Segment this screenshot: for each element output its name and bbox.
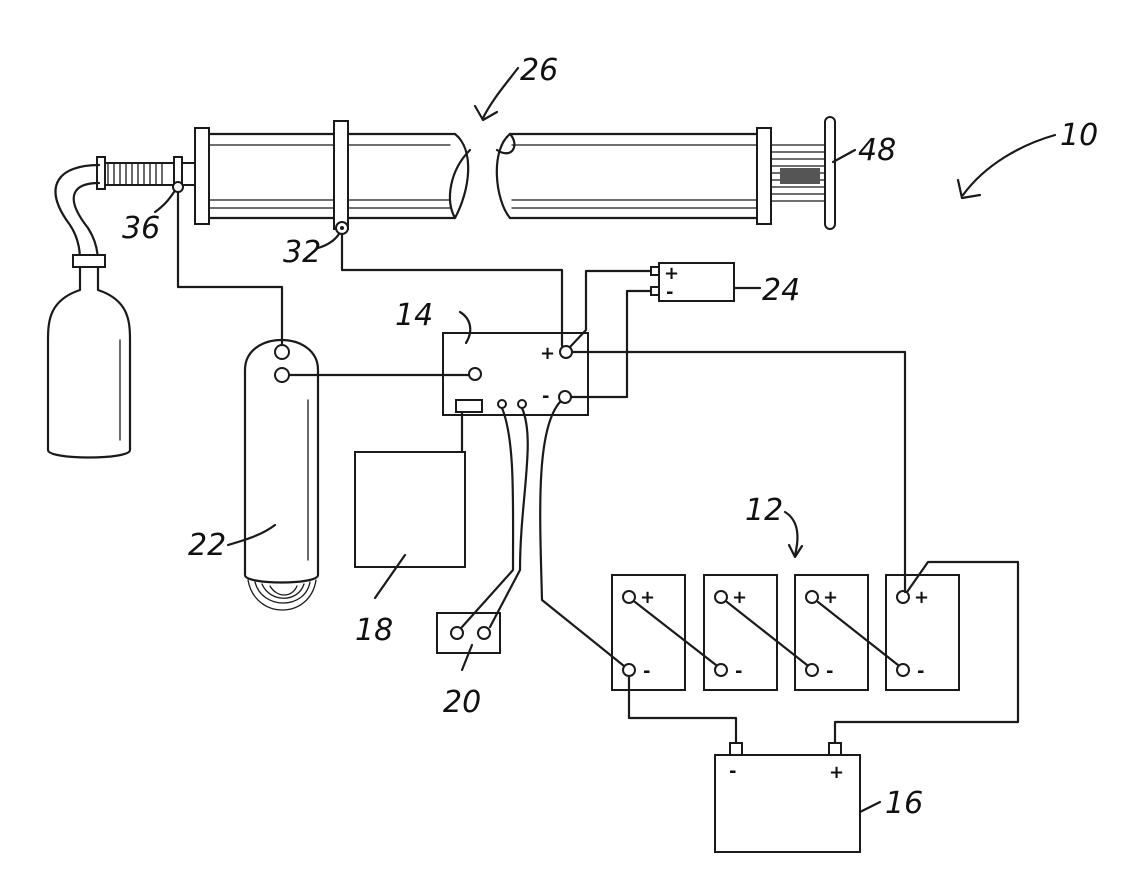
cell-4-plus-sign: + bbox=[914, 587, 929, 608]
controller-plus-sign: + bbox=[540, 343, 555, 364]
sensor-36 bbox=[173, 182, 183, 192]
wire-36-to-tank bbox=[178, 192, 282, 345]
cell-2-minus bbox=[715, 664, 727, 676]
battery-16: - + bbox=[715, 743, 860, 852]
controller-tank-terminal bbox=[469, 368, 481, 380]
tank-port-upper bbox=[275, 345, 289, 359]
reference-numerals: 26 10 48 36 32 24 14 12 22 18 20 16 bbox=[122, 53, 1098, 821]
controller-port bbox=[456, 400, 482, 412]
box-20-terminal-left bbox=[451, 627, 463, 639]
ref-16: 16 bbox=[885, 786, 923, 821]
controller-minus-terminal bbox=[559, 391, 571, 403]
battery-16-plus-sign: + bbox=[829, 762, 844, 783]
module-24-plus-pin bbox=[651, 267, 659, 275]
module-24-minus-pin bbox=[651, 287, 659, 295]
ref-26: 26 bbox=[520, 53, 558, 88]
box-18 bbox=[355, 452, 465, 567]
controller-minus-sign: - bbox=[542, 386, 549, 407]
ref-10: 10 bbox=[1060, 118, 1098, 153]
ref-14: 14 bbox=[395, 298, 433, 333]
leader-48 bbox=[833, 150, 855, 162]
cell-2-plus-sign: + bbox=[732, 587, 747, 608]
gas-bottle-assembly bbox=[48, 157, 195, 458]
leader-36 bbox=[155, 192, 174, 212]
wire-32-to-controller bbox=[342, 234, 562, 346]
ref-22: 22 bbox=[188, 528, 226, 563]
tank-22 bbox=[245, 340, 318, 610]
controller-small-terminal-1 bbox=[498, 400, 506, 408]
wire-small-1-to-20 bbox=[462, 408, 513, 627]
ref-36: 36 bbox=[122, 211, 160, 246]
gas-bottle bbox=[48, 267, 130, 458]
cell-4-minus bbox=[897, 664, 909, 676]
tube-break-right bbox=[497, 134, 515, 218]
leaders bbox=[155, 68, 1055, 812]
end-plate-48 bbox=[825, 117, 835, 229]
ref-48: 48 bbox=[858, 133, 896, 168]
cell-4-minus-sign: - bbox=[917, 661, 924, 682]
wire-plus-to-24 bbox=[570, 271, 651, 347]
tube-clamp bbox=[334, 121, 348, 229]
box-20-terminal-right bbox=[478, 627, 490, 639]
module-24-plus-sign: + bbox=[664, 263, 679, 284]
cell-1-plus bbox=[623, 591, 635, 603]
tank-base-rings bbox=[248, 580, 316, 610]
tube-right-cap bbox=[757, 128, 771, 224]
hose-clip-left bbox=[97, 157, 105, 189]
module-24: + - bbox=[651, 263, 734, 303]
wire-bundle-band bbox=[780, 168, 820, 184]
battery-16-minus-post bbox=[730, 743, 742, 755]
cell-3-minus-sign: - bbox=[826, 661, 833, 682]
tube-break-left bbox=[450, 134, 470, 218]
tube-assembly bbox=[195, 117, 835, 229]
tube-right-section bbox=[510, 134, 760, 218]
battery-16-minus-sign: - bbox=[729, 761, 736, 782]
ref-32: 32 bbox=[283, 235, 321, 270]
battery-16-plus-post bbox=[829, 743, 841, 755]
wire-plus-to-cell-4 bbox=[572, 352, 905, 592]
cell-2-minus-sign: - bbox=[735, 661, 742, 682]
ref-20: 20 bbox=[443, 685, 481, 720]
ref-18: 18 bbox=[355, 613, 393, 648]
tank-port-lower bbox=[275, 368, 289, 382]
cell-3-minus bbox=[806, 664, 818, 676]
tube-right-lines bbox=[512, 145, 760, 208]
leader-10 bbox=[963, 135, 1055, 195]
leader-26 bbox=[483, 68, 518, 118]
cell-3-plus bbox=[806, 591, 818, 603]
tube-left-section bbox=[209, 134, 455, 218]
controller-small-terminal-2 bbox=[518, 400, 526, 408]
cell-1-minus-sign: - bbox=[643, 661, 650, 682]
hose-inner bbox=[74, 183, 99, 262]
cell-1-plus-sign: + bbox=[640, 587, 655, 608]
bottle-valve-clip bbox=[73, 255, 105, 267]
ref-24: 24 bbox=[762, 273, 800, 308]
module-24-minus-sign: - bbox=[666, 282, 673, 303]
tube-left-lines bbox=[209, 145, 450, 208]
sensor-32-center bbox=[340, 226, 344, 230]
cell-3-plus-sign: + bbox=[823, 587, 838, 608]
tube-left-cap bbox=[195, 128, 209, 224]
cell-2-plus bbox=[715, 591, 727, 603]
leader-22 bbox=[228, 525, 275, 545]
ref-12: 12 bbox=[745, 493, 783, 528]
leader-16 bbox=[860, 802, 880, 812]
